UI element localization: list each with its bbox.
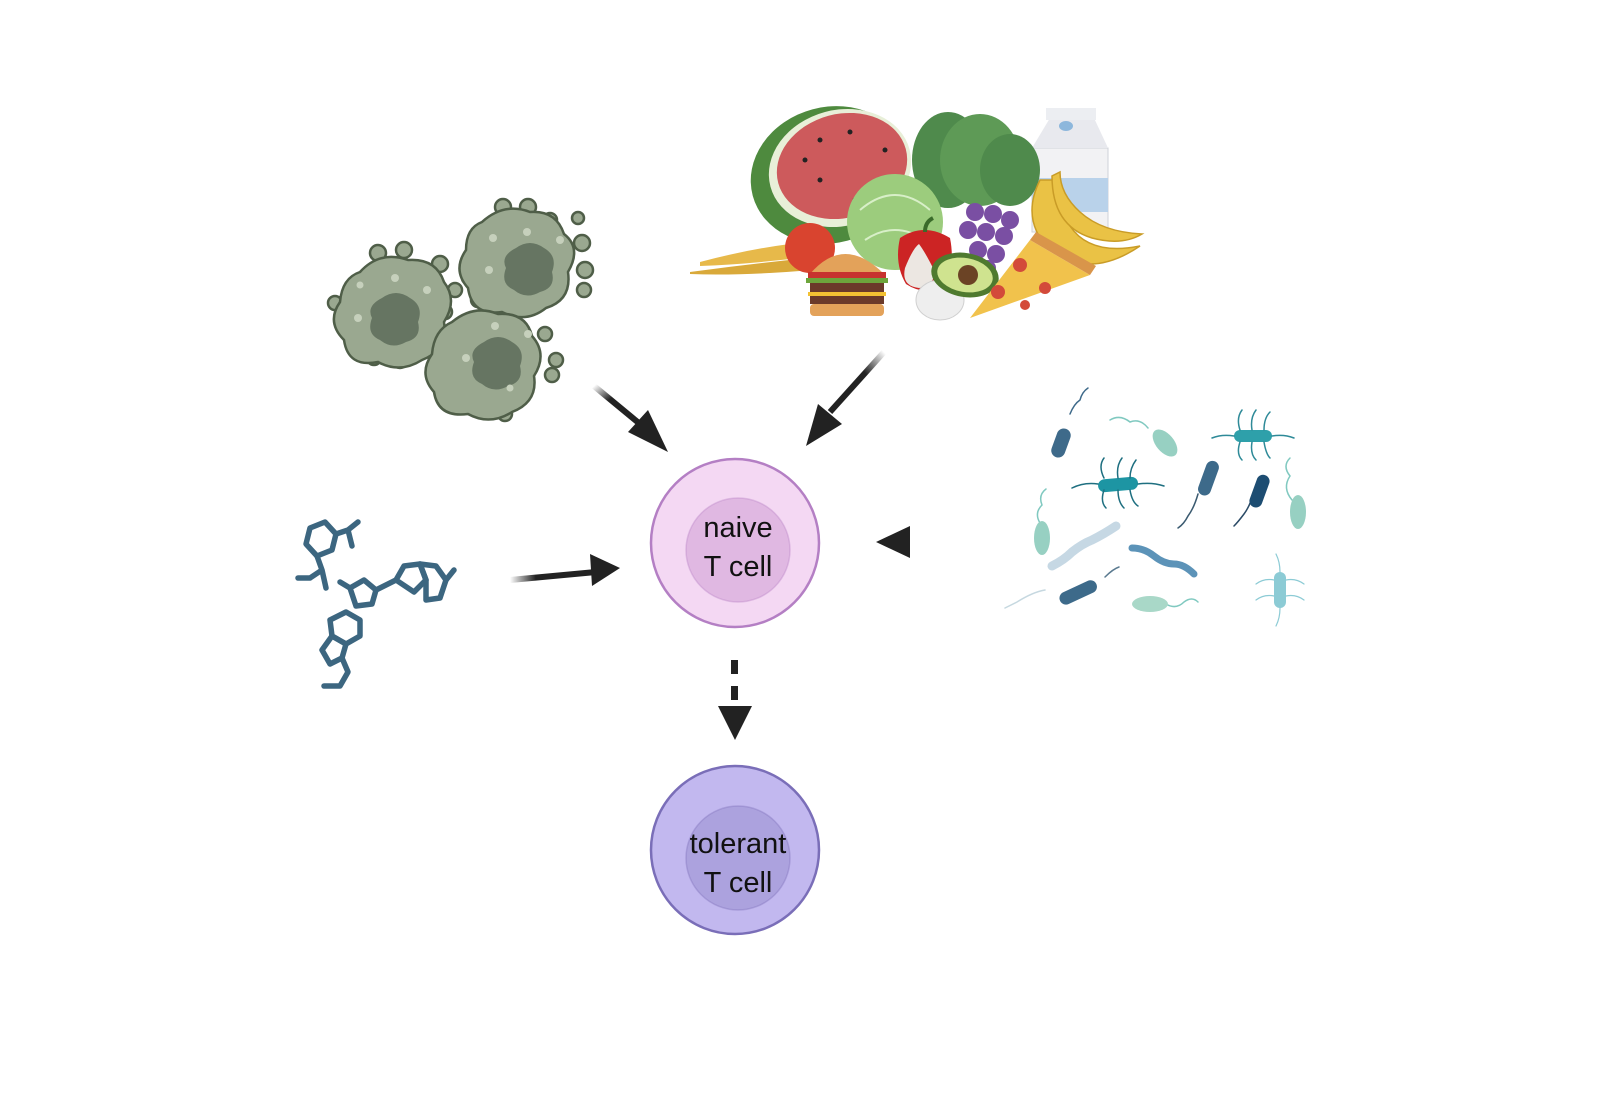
garlic-icon: [904, 244, 934, 288]
pizza-icon: [970, 232, 1096, 318]
bananas-icon: [1031, 170, 1145, 265]
arrow-food-to-naive: [806, 349, 887, 446]
leafy-greens-icon: [912, 112, 1040, 208]
small-molecules-icon: [295, 519, 457, 689]
arrow-naive-to-tolerant-dashed: [718, 660, 752, 740]
apple-icon: [785, 223, 835, 273]
bacteria-icon: [1004, 387, 1306, 627]
naive-cell-label-line2: T cell: [704, 551, 773, 583]
milk-carton-icon: [1031, 108, 1109, 233]
tolerant-cell-label-line2: T cell: [704, 867, 773, 899]
naive-t-cell: naive T cell: [649, 457, 821, 629]
naive-cell-nucleus: [685, 497, 791, 603]
tolerant-cell-nucleus: [685, 805, 791, 911]
arrow-fungi-to-naive: [592, 383, 668, 452]
burger-icon: [806, 254, 888, 316]
tolerant-cell-label-line1: tolerant: [690, 828, 787, 860]
fungal-spores-icon: [326, 197, 595, 423]
tolerant-t-cell: tolerant T cell: [649, 764, 821, 936]
naive-cell-label-line1: naive: [703, 512, 772, 544]
food-icon: [690, 106, 1145, 321]
arrow-bacteria-to-naive: [876, 526, 996, 558]
avocado-icon: [931, 252, 999, 298]
arrow-molecules-to-naive: [509, 554, 620, 586]
